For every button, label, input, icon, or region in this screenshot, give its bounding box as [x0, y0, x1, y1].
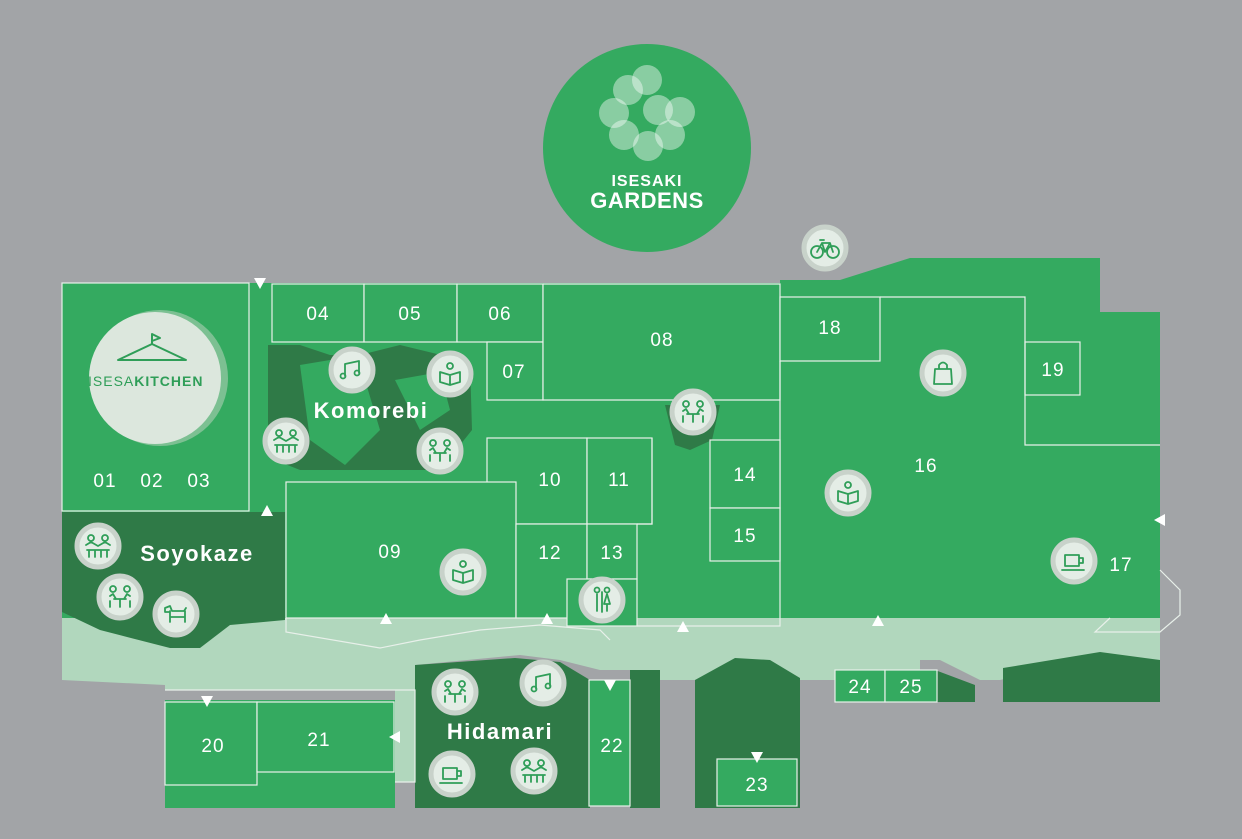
flag-icon [151, 333, 161, 344]
dining-icon[interactable] [669, 388, 717, 436]
family-icon[interactable] [74, 522, 122, 570]
logo-line2: GARDENS [590, 188, 704, 213]
entrance-arrow-icon [1154, 514, 1165, 526]
unit-label-19: 19 [1041, 360, 1064, 381]
unit-22[interactable] [588, 679, 631, 807]
dog-icon[interactable] [152, 590, 200, 638]
svg-text:ISESAKITCHEN: ISESAKITCHEN [88, 373, 203, 389]
unit-25[interactable] [884, 669, 938, 703]
unit-label-07: 07 [502, 362, 525, 383]
entrance-arrow-icon [872, 615, 884, 626]
shopping-bag-icon[interactable] [919, 349, 967, 397]
reading-icon[interactable] [439, 548, 487, 596]
unit-label-09: 09 [378, 542, 401, 563]
walkway [62, 612, 1160, 808]
isesa-kitchen-logo: ISESAKITCHEN [88, 310, 228, 446]
unit-label-14: 14 [733, 465, 756, 486]
music-icon[interactable] [328, 346, 376, 394]
entrance-arrow-icon [677, 621, 689, 632]
kitchen-brand-left: ISESA [88, 373, 134, 389]
reading-icon[interactable] [824, 469, 872, 517]
unit-label-11: 11 [608, 470, 630, 491]
unit-label-25: 25 [899, 677, 922, 698]
entrance-arrow-icon [541, 613, 553, 624]
unit-label-22: 22 [600, 736, 623, 757]
entrance-arrow-icon [380, 613, 392, 624]
unit-label-13: 13 [600, 543, 623, 564]
zone-label-hidamari: Hidamari [447, 719, 553, 744]
unit-06[interactable] [456, 283, 544, 343]
unit-07[interactable] [486, 341, 544, 401]
restroom-icon[interactable] [578, 576, 626, 624]
family-icon[interactable] [510, 747, 558, 795]
unit-label-16: 16 [914, 456, 937, 477]
bicycle-icon[interactable] [801, 224, 849, 272]
unit-label-17: 17 [1109, 555, 1132, 576]
entrance-arrow-icon [201, 696, 213, 707]
unit-label-15: 15 [733, 526, 756, 547]
unit-15[interactable] [709, 507, 781, 562]
isesaki-gardens-logo: ISESAKI GARDENS [543, 44, 751, 252]
logo-line1: ISESAKI [611, 173, 682, 190]
unit-label-01: 01 [93, 471, 116, 492]
music-icon[interactable] [519, 659, 567, 707]
hanger-icon [117, 343, 187, 361]
kitchen-brand-right: KITCHEN [134, 373, 203, 389]
unit-20[interactable] [164, 701, 258, 786]
entrance-arrow-icon [604, 680, 616, 691]
zone-label-soyokaze: Soyokaze [140, 541, 254, 566]
entrance-arrow-icon [261, 505, 273, 516]
unit-label-02: 02 [140, 471, 163, 492]
dining-icon[interactable] [431, 668, 479, 716]
entrance-arrow-icon [254, 278, 266, 289]
unit-05[interactable] [363, 283, 458, 343]
coffee-icon[interactable] [1050, 537, 1098, 585]
flower-icon [599, 65, 695, 161]
unit-18[interactable] [779, 296, 881, 362]
dining-icon[interactable] [416, 427, 464, 475]
unit-label-10: 10 [538, 470, 561, 491]
unit-13[interactable] [586, 523, 638, 580]
unit-label-21: 21 [307, 730, 330, 751]
unit-23[interactable] [716, 758, 798, 807]
unit-label-05: 05 [398, 304, 421, 325]
dining-icon[interactable] [96, 573, 144, 621]
unit-label-24: 24 [848, 677, 871, 698]
entrance-markers [201, 278, 1165, 763]
zone-label-komorebi: Komorebi [314, 398, 429, 423]
entrance-arrow-icon [389, 731, 400, 743]
unit-19[interactable] [1024, 341, 1081, 396]
coffee-icon[interactable] [428, 750, 476, 798]
unit-label-03: 03 [187, 471, 210, 492]
unit-11[interactable] [586, 437, 653, 525]
reading-icon[interactable] [426, 350, 474, 398]
unit-04[interactable] [271, 283, 365, 343]
unit-label-04: 04 [306, 304, 329, 325]
unit-label-08: 08 [650, 330, 673, 351]
unit-label-18: 18 [818, 318, 841, 339]
unit-label-20: 20 [201, 736, 224, 757]
unit-14[interactable] [709, 439, 781, 509]
unit-label-12: 12 [538, 543, 561, 564]
entrance-arrow-icon [751, 752, 763, 763]
unit-label-06: 06 [488, 304, 511, 325]
unit-09[interactable] [285, 481, 517, 619]
family-icon[interactable] [262, 417, 310, 465]
unit-label-23: 23 [745, 775, 768, 796]
facility-icons [74, 224, 1098, 798]
